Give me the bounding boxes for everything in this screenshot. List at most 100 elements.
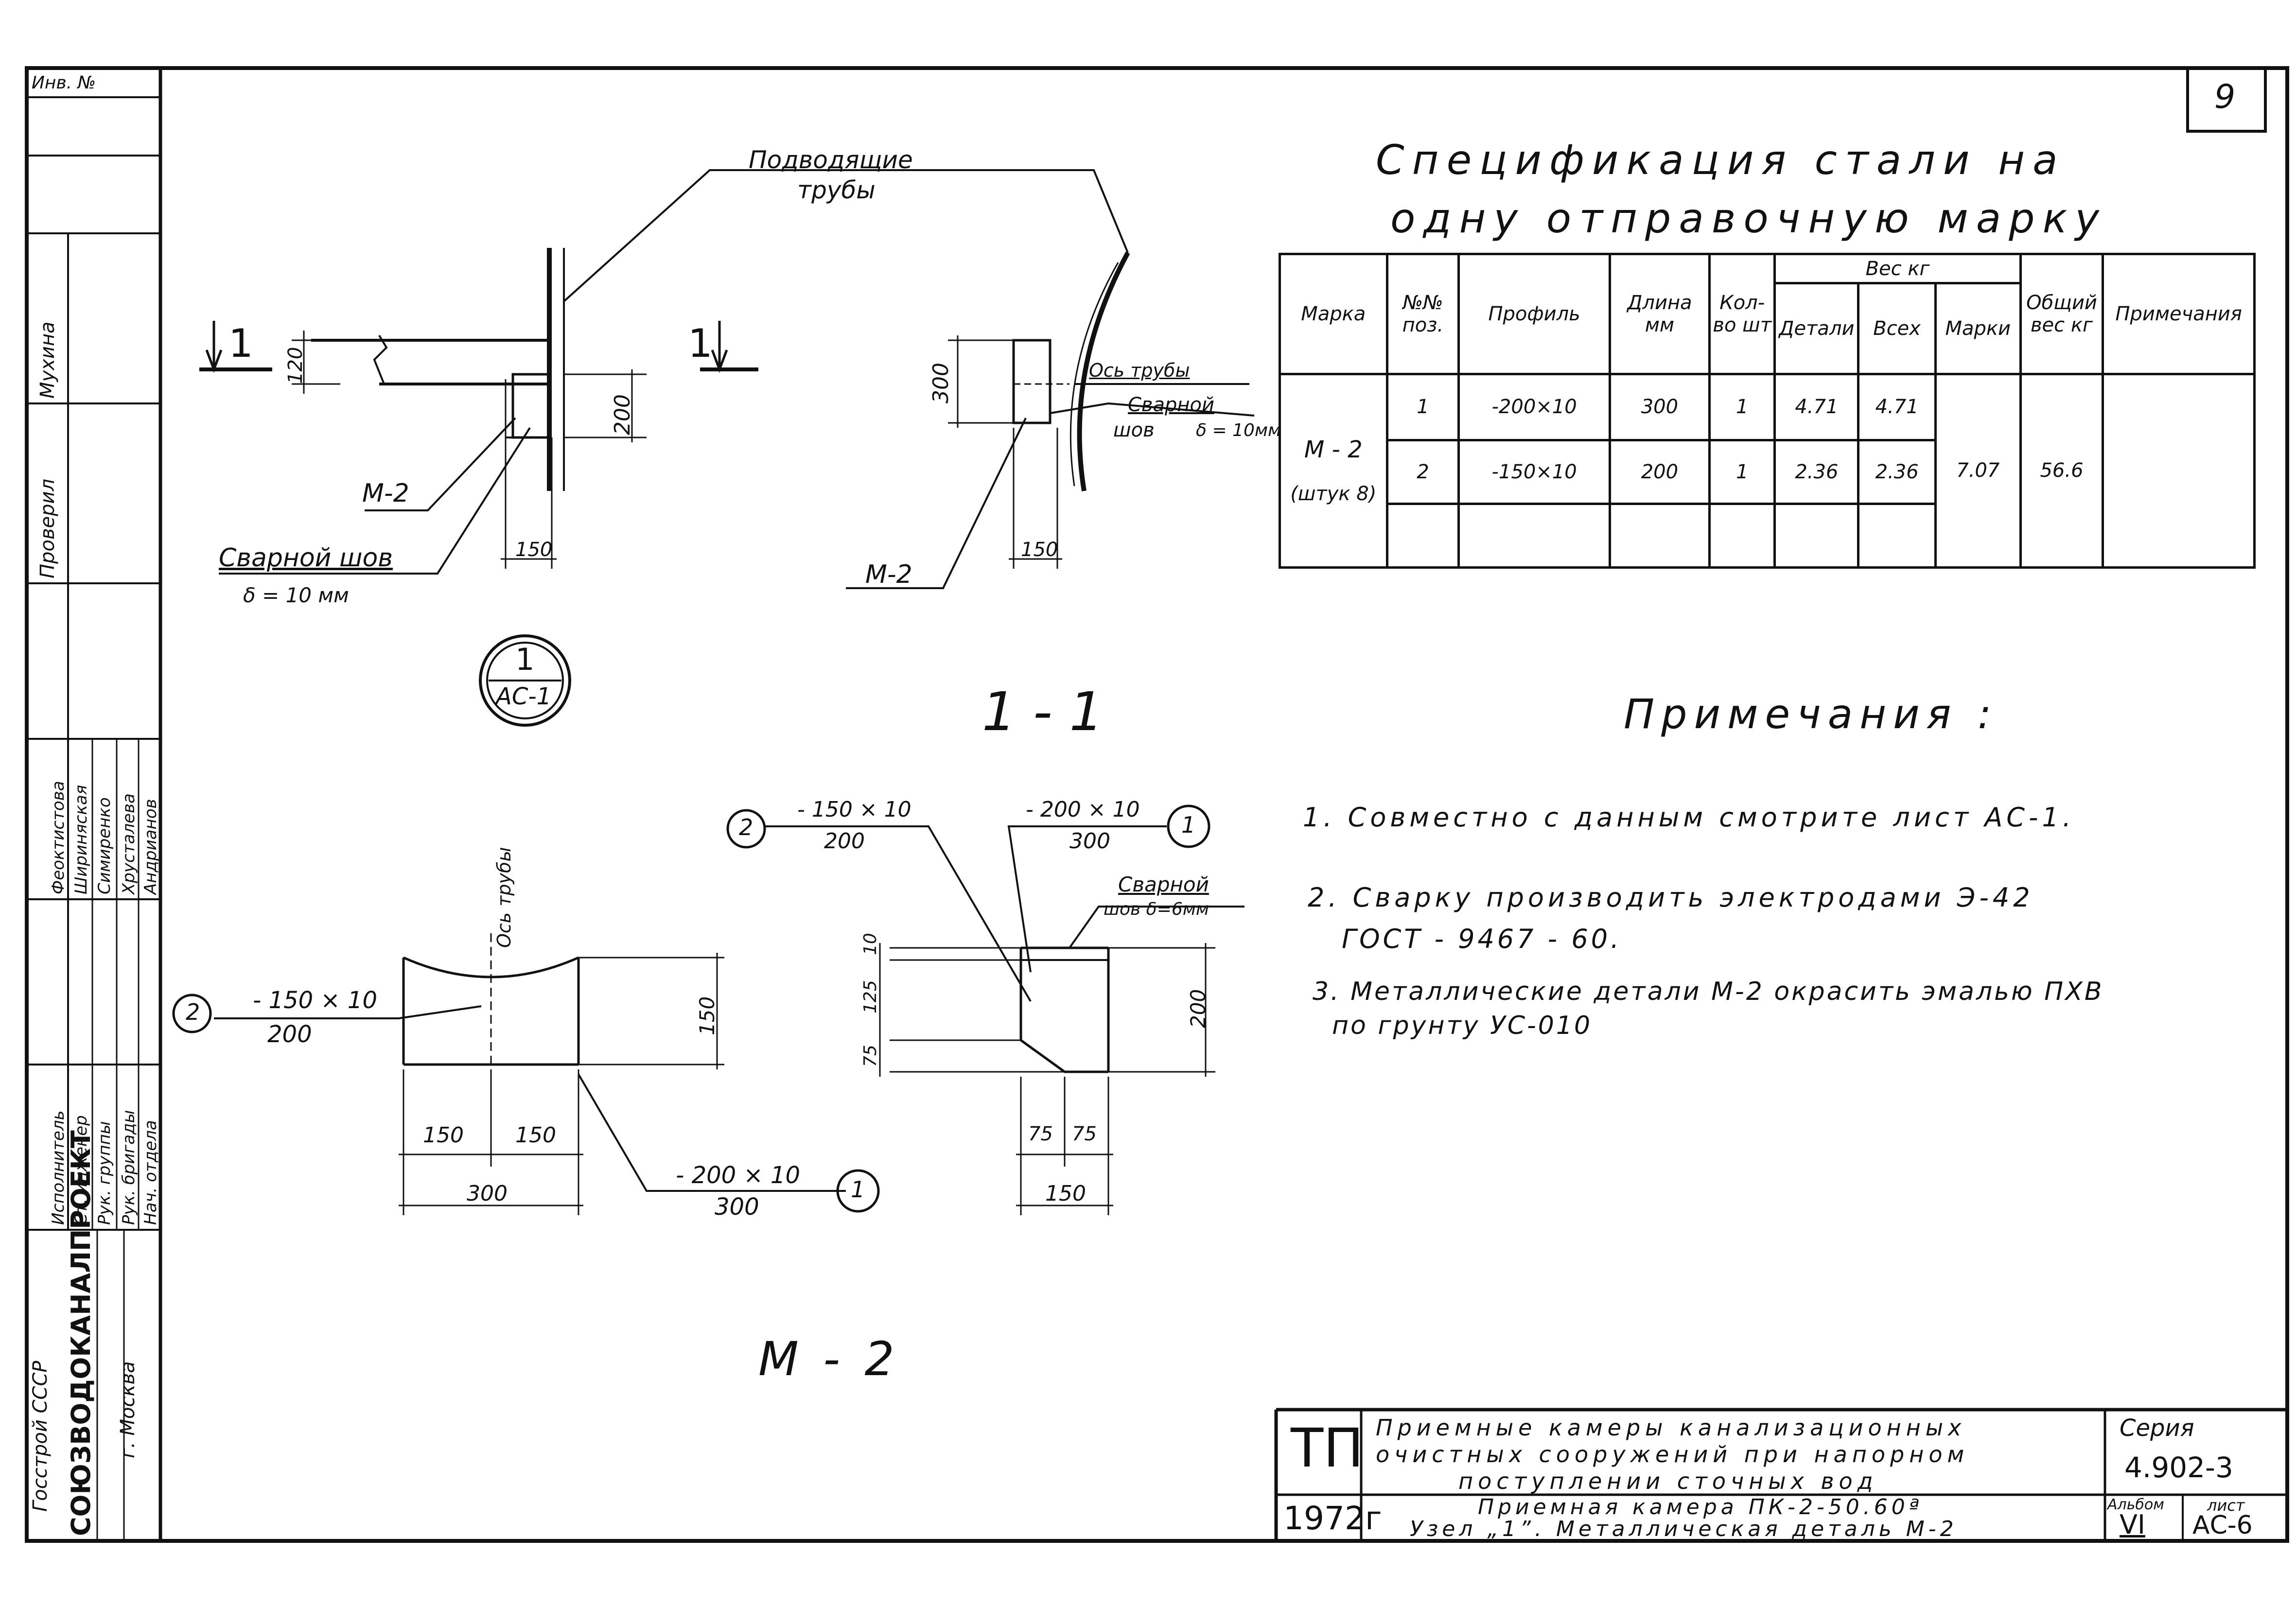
side-label-weld-1: Сварной [1118, 873, 1209, 896]
dim-300-section: 300 [929, 363, 953, 403]
label-weld-section-1: Сварной [1128, 394, 1215, 416]
role-checked: Проверил [36, 478, 59, 578]
cell-length-1: 300 [1608, 372, 1711, 441]
label-weld-thick-section: δ = 10мм [1196, 420, 1281, 440]
notes-title: Примечания : [1624, 690, 1998, 738]
note-3a: 3. Металлические детали М-2 окрасить эма… [1313, 977, 2104, 1006]
page-number: 9 [2214, 78, 2236, 116]
side-label-weld-2: шов δ=6мм [1104, 899, 1209, 919]
titleblock-logo: ТП [1291, 1417, 1364, 1479]
name-head: Андрианов [141, 799, 160, 894]
side-dim-125: 125 [860, 980, 880, 1013]
th-w-all: Всех [1857, 282, 1937, 375]
th-notes: Примечания [2102, 253, 2256, 375]
callout-1-length: 300 [715, 1193, 759, 1221]
cell-length-2: 200 [1608, 438, 1711, 505]
side-callout-1-profile: - 200 × 10 [1026, 797, 1140, 822]
role-brigade: Рук. бригады [119, 1110, 139, 1225]
org-name: СОЮЗВОДОКАНАЛПРОЕКТ [66, 1130, 96, 1536]
callout-sheet-num: 1 [515, 642, 535, 677]
sheet-value: АС-6 [2192, 1511, 2253, 1540]
th-pos: №№ поз. [1385, 253, 1460, 375]
name-checked: Мухина [36, 321, 59, 399]
album-value: VI [2120, 1509, 2145, 1540]
th-marka: Марка [1279, 253, 1388, 375]
table-row: М - 2 (штук 8) 1 -200×10 300 1 4.71 4.71… [1279, 372, 2256, 569]
th-qty: Кол-во шт [1708, 253, 1776, 375]
side-callout-1-num: 1 [1181, 812, 1196, 838]
mark-name: М - 2 [1304, 436, 1363, 464]
th-length: Длина мм [1608, 253, 1711, 375]
side-dim-75-left: 75 [860, 1045, 880, 1067]
cell-total: 56.6 [2019, 372, 2104, 569]
label-pipe-axis-m2: Ось трубы [493, 847, 515, 948]
callout-1-profile: - 200 × 10 [676, 1162, 801, 1189]
sheet-label: лист [2207, 1496, 2245, 1515]
note-2b: ГОСТ - 9467 - 60. [1342, 924, 1622, 954]
role-executor: Исполнитель [49, 1110, 68, 1225]
name-group: Симиренко [95, 797, 114, 894]
cell-profile-2: -150×10 [1457, 438, 1611, 505]
series-value: 4.902-3 [2124, 1451, 2233, 1484]
note-2a: 2. Сварку производить электродами Э-42 [1308, 882, 2034, 913]
side-callout-2-profile: - 150 × 10 [797, 797, 911, 822]
th-weight: Вес кг [1773, 252, 2022, 285]
titleblock-desc-4: Приемная камера ПК-2-50.60ª [1478, 1495, 1923, 1520]
cell-pos-2: 2 [1385, 438, 1460, 505]
role-head: Нач. отдела [141, 1120, 160, 1225]
cell-notes [2102, 372, 2256, 569]
org-city: г. Москва [117, 1361, 139, 1458]
label-m2-left: М-2 [362, 479, 409, 508]
label-supply-pipes-2: трубы [797, 176, 876, 204]
dim-150-section: 150 [1021, 539, 1058, 561]
cell-pos-1: 1 [1385, 372, 1460, 441]
callout-2-length: 200 [267, 1021, 312, 1048]
dim-150-b: 150 [515, 1123, 556, 1148]
m2-title: М - 2 [758, 1332, 899, 1386]
side-dim-150: 150 [1045, 1181, 1086, 1206]
dim-150: 150 [515, 539, 553, 561]
section-mark-left: 1 [228, 321, 253, 366]
side-callout-1-length: 300 [1069, 829, 1110, 854]
titleblock-desc-1: Приемные камеры канализационных [1376, 1415, 1966, 1441]
label-supply-pipes-1: Подводящие [749, 146, 913, 174]
cell-wall-1: 4.71 [1857, 372, 1937, 441]
side-dim-200: 200 [1186, 989, 1210, 1028]
series-label: Серия [2120, 1415, 2194, 1442]
label-weld-left: Сварной шов [219, 543, 393, 573]
titleblock-desc-3: поступлении сточных вод [1458, 1468, 1878, 1494]
th-w-detail: Детали [1773, 282, 1860, 375]
cell-qty-2: 1 [1708, 438, 1776, 505]
section-title: 1 - 1 [982, 681, 1104, 743]
dim-150-a: 150 [423, 1123, 464, 1148]
titleblock-desc-2: очистных сооружений при напорном [1376, 1441, 1969, 1467]
dim-200: 200 [610, 394, 635, 435]
table-row [1280, 502, 2255, 569]
th-profile: Профиль [1457, 253, 1611, 375]
table-row: 2 -150×10 200 1 2.36 2.36 [1280, 438, 2255, 505]
side-callout-2-num: 2 [739, 814, 754, 840]
name-engineer: Шириняская [71, 785, 91, 894]
label-weld-thick-left: δ = 10 мм [243, 583, 349, 607]
outer-frame [25, 66, 2289, 1543]
callout-2-profile: - 150 × 10 [253, 987, 378, 1014]
cell-mark: М - 2 (штук 8) [1279, 372, 1388, 569]
callout-2-num: 2 [186, 999, 200, 1025]
spec-title-1: Спецификация стали на [1376, 136, 2066, 184]
section-mark-right: 1 [688, 321, 713, 366]
cell-wall-2: 2.36 [1857, 438, 1937, 505]
name-brigade: Хрусталева [119, 793, 139, 894]
album-label: Альбом [2107, 1496, 2164, 1513]
mark-count: (штук 8) [1290, 483, 1377, 506]
label-pipe-axis: Ось трубы [1089, 360, 1190, 381]
cell-wdetail-1: 4.71 [1773, 372, 1860, 441]
dim-300-m2: 300 [467, 1181, 508, 1206]
label-weld-section-2: шов [1113, 419, 1155, 441]
side-callout-2-length: 200 [824, 829, 865, 854]
dim-120: 120 [284, 347, 307, 384]
titleblock-year: 1972г [1283, 1500, 1382, 1537]
dim-150-right: 150 [695, 996, 719, 1035]
callout-sheet-ref: АС-1 [496, 683, 552, 710]
label-m2-section: М-2 [865, 560, 912, 589]
